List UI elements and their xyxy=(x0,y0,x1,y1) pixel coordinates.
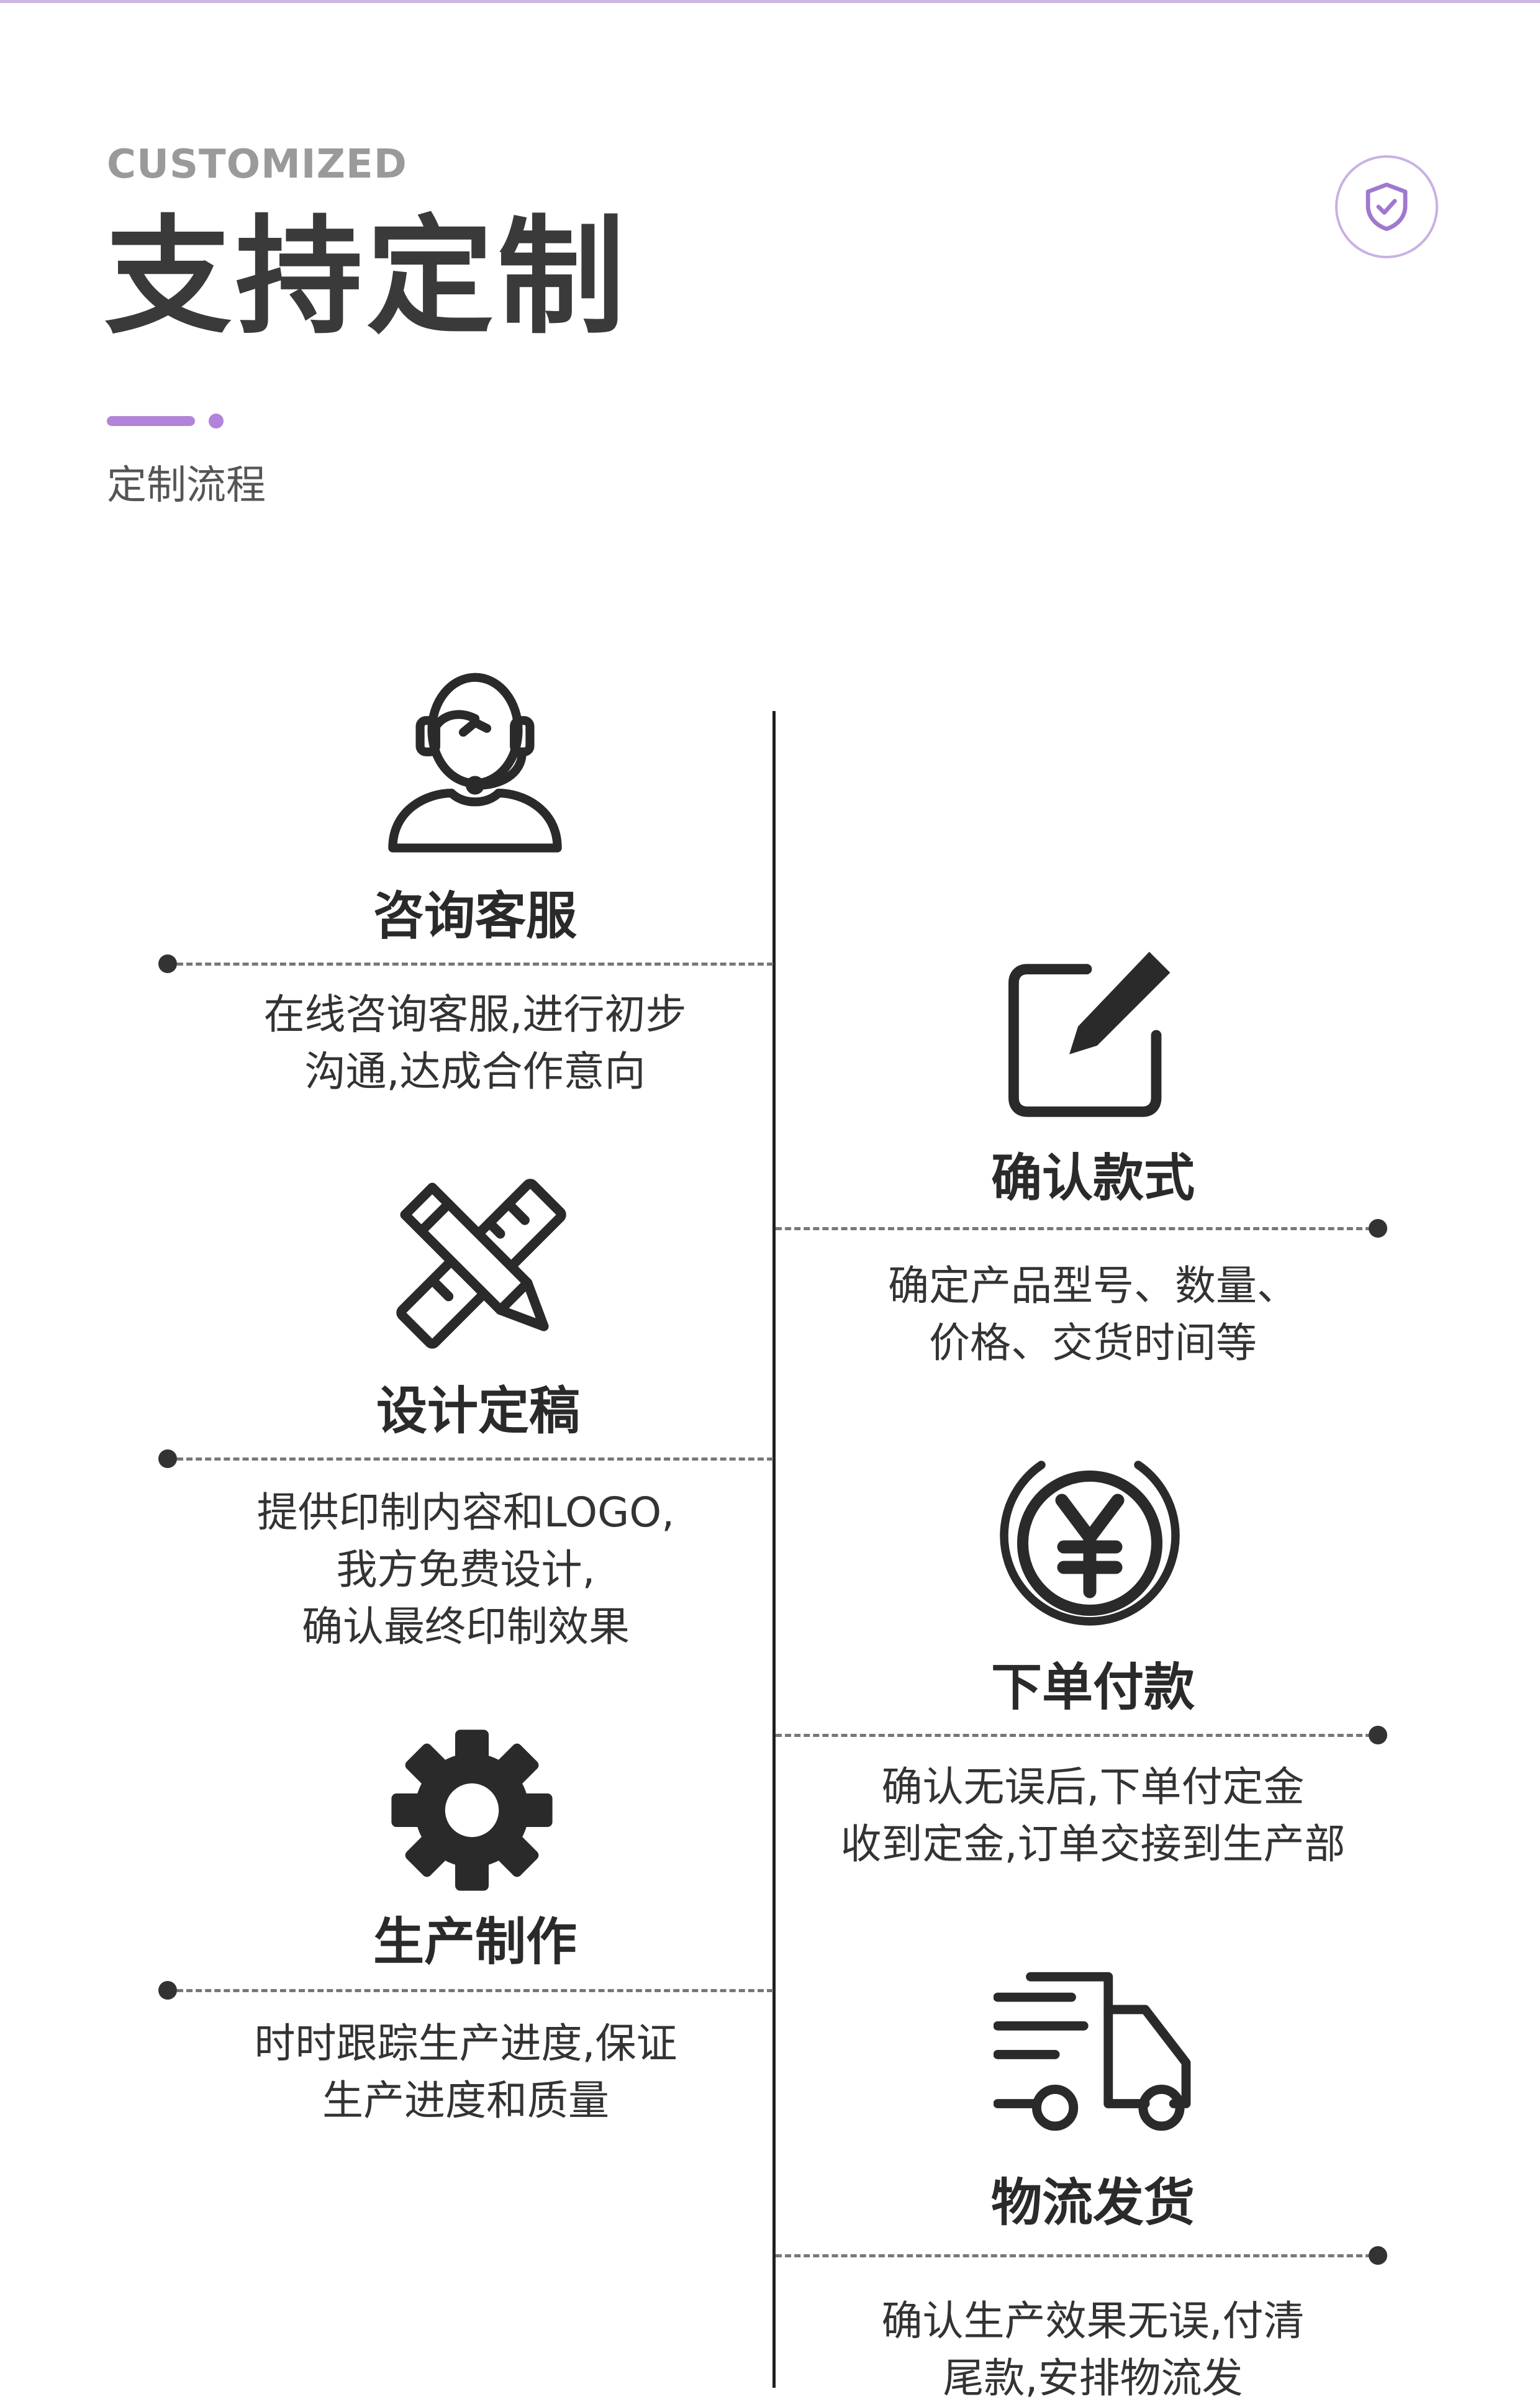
step-description: 时时跟踪生产进度,保证 生产进度和质量 xyxy=(254,2019,677,2124)
dashed-connector xyxy=(177,1989,773,1992)
dashed-connector xyxy=(776,1734,1372,1737)
design-tools-icon xyxy=(396,1179,566,1349)
top-accent-line xyxy=(0,0,1540,3)
truck-icon xyxy=(994,1972,1191,2131)
step-title: 物流发货 xyxy=(990,2174,1195,2232)
step-description: 在线咨询客服,进行初步 沟通,达成合作意向 xyxy=(263,990,687,1095)
shield-badge xyxy=(1335,155,1438,258)
edit-icon xyxy=(1008,951,1171,1117)
dashed-connector xyxy=(177,963,773,966)
dashed-connector xyxy=(776,2254,1372,2257)
dashed-connector xyxy=(776,1227,1372,1230)
timeline-axis xyxy=(772,711,776,2388)
step-title: 下单付款 xyxy=(990,1658,1195,1717)
step-description: 确定产品型号、数量、 价格、交货时间等 xyxy=(888,1262,1298,1367)
dashed-connector xyxy=(177,1457,773,1461)
timeline-dot xyxy=(1369,1726,1387,1744)
title-underline-bar xyxy=(107,416,195,426)
page-subtitle: 定制流程 xyxy=(107,463,266,509)
step-title: 确认款式 xyxy=(990,1149,1195,1208)
step-title: 咨询客服 xyxy=(373,887,577,946)
section-eyebrow: CUSTOMIZED xyxy=(107,142,407,188)
timeline-dot xyxy=(158,954,177,973)
gear-icon xyxy=(391,1729,553,1891)
timeline-dot xyxy=(158,1981,177,2000)
page-title: 支持定制 xyxy=(104,204,628,351)
step-title: 生产制作 xyxy=(373,1913,577,1972)
step-description: 确认生产效果无误,付清 尾款,安排物流发 xyxy=(881,2297,1305,2402)
title-underline-dot xyxy=(209,414,224,428)
step-description: 提供印制内容和LOGO, 我方免费设计, 确认最终印制效果 xyxy=(256,1489,675,1651)
timeline-dot xyxy=(158,1449,177,1468)
shield-check-icon xyxy=(1366,183,1408,231)
timeline-dot xyxy=(1369,1219,1387,1238)
customer-service-icon xyxy=(388,673,562,853)
yuan-icon xyxy=(1000,1461,1180,1626)
timeline-dot xyxy=(1369,2246,1387,2265)
step-description: 确认无误后,下单付定金 收到定金,订单交接到生产部 xyxy=(840,1763,1346,1868)
step-title: 设计定稿 xyxy=(376,1382,580,1441)
